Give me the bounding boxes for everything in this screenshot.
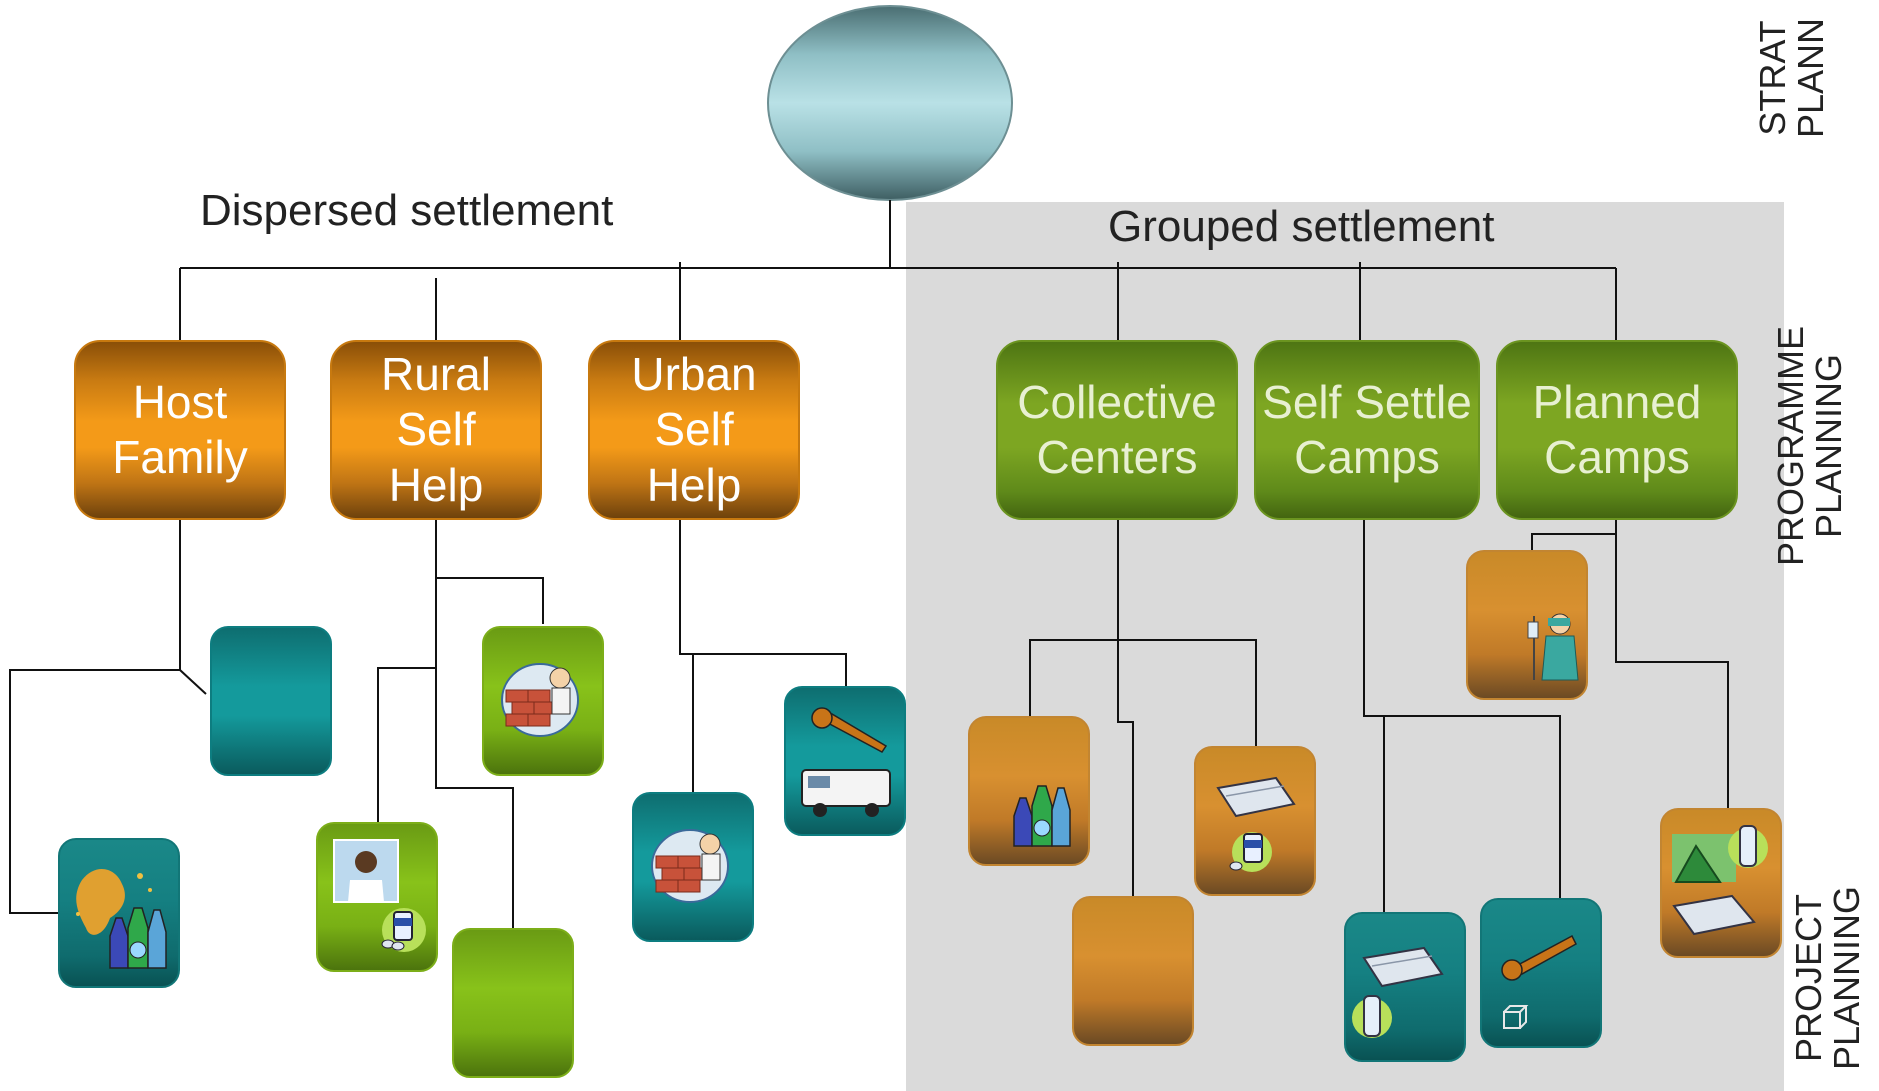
project-box-urban-construction: [632, 792, 754, 942]
project-planning-line1: PROJECT: [1788, 893, 1829, 1062]
cleaning-kit-icon: [1013, 785, 1071, 847]
programme-planning-line2: PLANNING: [1807, 353, 1849, 539]
option-host-family: Host Family: [74, 340, 286, 520]
blanket-medicine-icon: [1216, 776, 1296, 872]
option-self-settle-camps: Self Settle Camps: [1254, 340, 1480, 520]
cleaning-kit-icon: [76, 868, 167, 969]
project-box-rural-construction: [482, 626, 604, 776]
project-box-self-settle-blanket: [1344, 912, 1466, 1062]
strategic-planning-line1: STRAT: [1752, 20, 1793, 136]
project-box-host-family-1: [210, 626, 332, 776]
project-box-collective-empty: [1072, 896, 1194, 1046]
project-planning-label: PROJECT PLANNING: [1788, 885, 1867, 1070]
nurse-drip-icon: [1527, 613, 1579, 681]
project-box-planned-shelter: [1660, 808, 1782, 958]
option-rural-self-help-label: Rural Self Help: [381, 348, 491, 511]
option-urban-self-help: Urban Self Help: [588, 340, 800, 520]
project-box-rural-health: [316, 822, 438, 972]
programme-planning-label: PROGRAMME PLANNING: [1770, 325, 1849, 566]
option-collective-centers: Collective Centers: [996, 340, 1238, 520]
wrench-box-icon: [1501, 934, 1577, 1029]
strategic-planning-line2: PLANN: [1789, 17, 1831, 138]
project-box-planned-medical: [1466, 550, 1588, 700]
project-box-collective-blanket: [1194, 746, 1316, 896]
programme-planning-line1: PROGRAMME: [1770, 325, 1811, 566]
option-planned-camps-label: Planned Camps: [1532, 375, 1702, 483]
project-box-collective-nfi: [968, 716, 1090, 866]
project-box-rural-empty: [452, 928, 574, 1078]
dispersed-settlement-label: Dispersed settlement: [200, 186, 614, 235]
tent-blanket-water-icon: [1672, 825, 1768, 936]
strategic-planning-label: STRAT PLANN: [1752, 17, 1831, 138]
bricklayer-icon: [501, 663, 579, 737]
option-rural-self-help: Rural Self Help: [330, 340, 542, 520]
project-planning-line2: PLANNING: [1825, 885, 1867, 1070]
grouped-settlement-label: Grouped settlement: [1108, 202, 1495, 251]
option-planned-camps: Planned Camps: [1496, 340, 1738, 520]
option-self-settle-camps-label: Self Settle Camps: [1262, 375, 1472, 483]
option-host-family-label: Host Family: [112, 375, 248, 483]
option-collective-centers-label: Collective Centers: [1017, 375, 1217, 483]
wrench-ambulance-icon: [801, 707, 891, 817]
project-box-self-settle-tools: [1480, 898, 1602, 1048]
option-urban-self-help-label: Urban Self Help: [631, 348, 757, 511]
project-box-host-family-2: [58, 838, 180, 988]
blanket-water-icon: [1352, 946, 1444, 1038]
doctor-medicine-icon: [333, 839, 426, 952]
project-box-urban-services: [784, 686, 906, 836]
root-node: [767, 5, 1013, 201]
bricklayer-icon: [651, 829, 729, 903]
